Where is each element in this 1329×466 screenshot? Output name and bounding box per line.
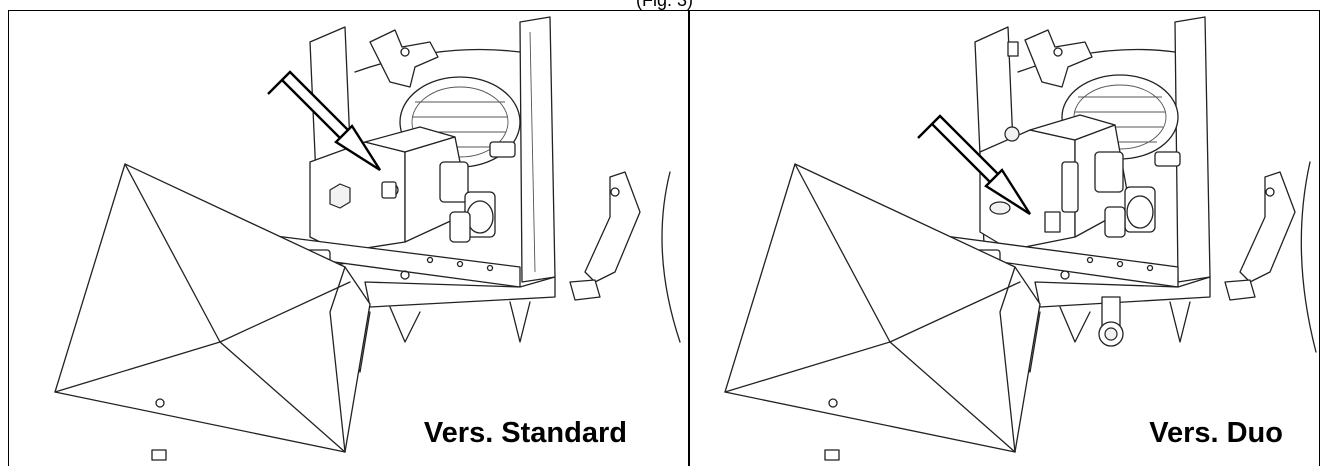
illustration-standard <box>54 16 681 461</box>
panel-duo: Vers. Duo <box>690 12 1318 466</box>
figure-caption: (Fig. 3) <box>635 0 693 10</box>
arrow-indicator-standard <box>267 70 382 172</box>
panel-divider <box>688 10 690 466</box>
panel-standard: Vers. Standard <box>10 12 687 466</box>
figure-frame <box>8 10 1320 466</box>
version-label-standard: Vers. Standard <box>423 417 627 449</box>
illustration-duo <box>724 16 1317 461</box>
version-label-duo: Vers. Duo <box>1149 417 1283 449</box>
arrow-indicator-duo <box>917 114 1032 216</box>
